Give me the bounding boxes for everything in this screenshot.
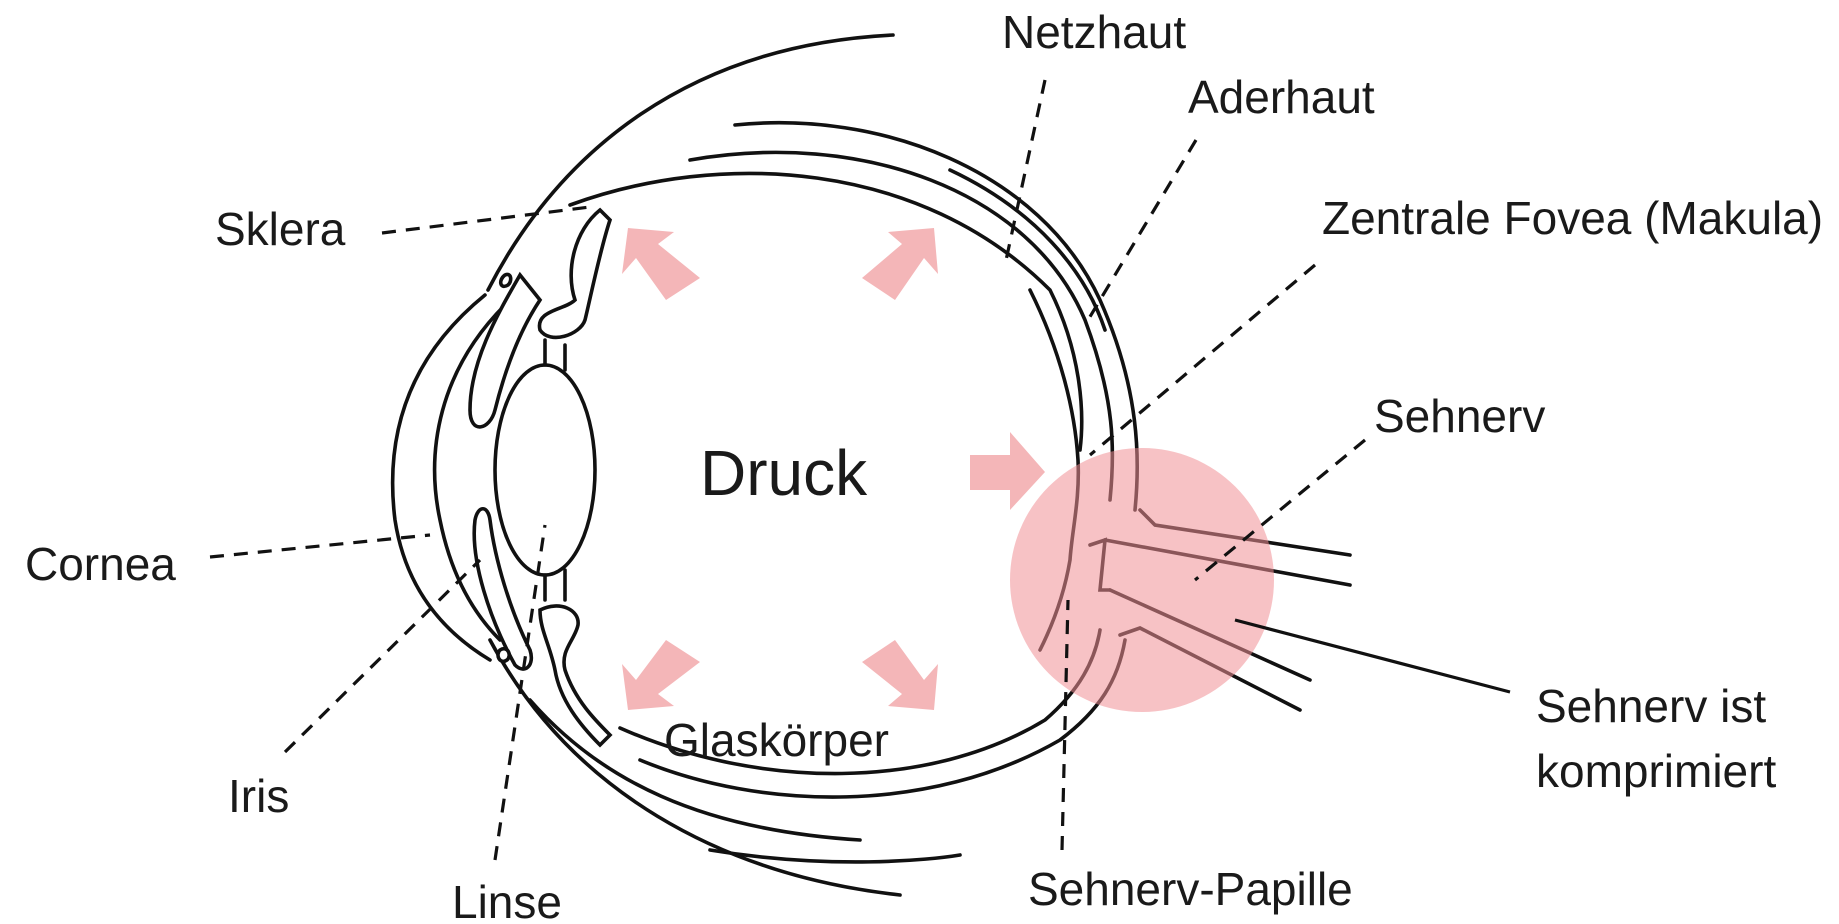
label-cornea: Cornea [25,538,176,590]
label-compressed-line1: Sehnerv ist [1536,680,1766,732]
cornea-outer [393,295,490,660]
leader-sklera [382,207,590,233]
arrow-lower-right [862,640,938,710]
label-iris: Iris [228,770,289,822]
ciliary-upper [539,210,610,337]
label-sklera: Sklera [215,203,346,255]
sclera-outer-bottom [490,640,900,895]
leader-iris [285,560,480,752]
label-netzhaut: Netzhaut [1002,6,1186,58]
leader-aderhaut [1085,140,1196,325]
arrow-right [970,432,1045,510]
label-fovea: Zentrale Fovea (Makula) [1322,192,1823,244]
label-linse: Linse [452,876,562,924]
label-center-druck: Druck [700,437,868,509]
label-aderhaut: Aderhaut [1188,71,1375,123]
compression-zone [1010,448,1274,712]
arrow-upper-left [622,228,700,300]
sclera-outer-top [488,35,893,290]
iris-upper-small [501,274,511,286]
label-glaskoerper: Glaskörper [664,714,889,766]
choroid-layer [950,170,1105,330]
lens-shape [495,365,595,575]
leader-compressed [1235,620,1510,692]
iris-lower-small [498,649,509,662]
retina-layer [570,173,1082,450]
label-sehnerv: Sehnerv [1374,390,1545,442]
arrow-upper-right [862,228,938,300]
label-compressed-line2: komprimiert [1536,745,1776,797]
label-papille: Sehnerv-Papille [1028,863,1353,915]
arrow-lower-left [622,640,700,710]
